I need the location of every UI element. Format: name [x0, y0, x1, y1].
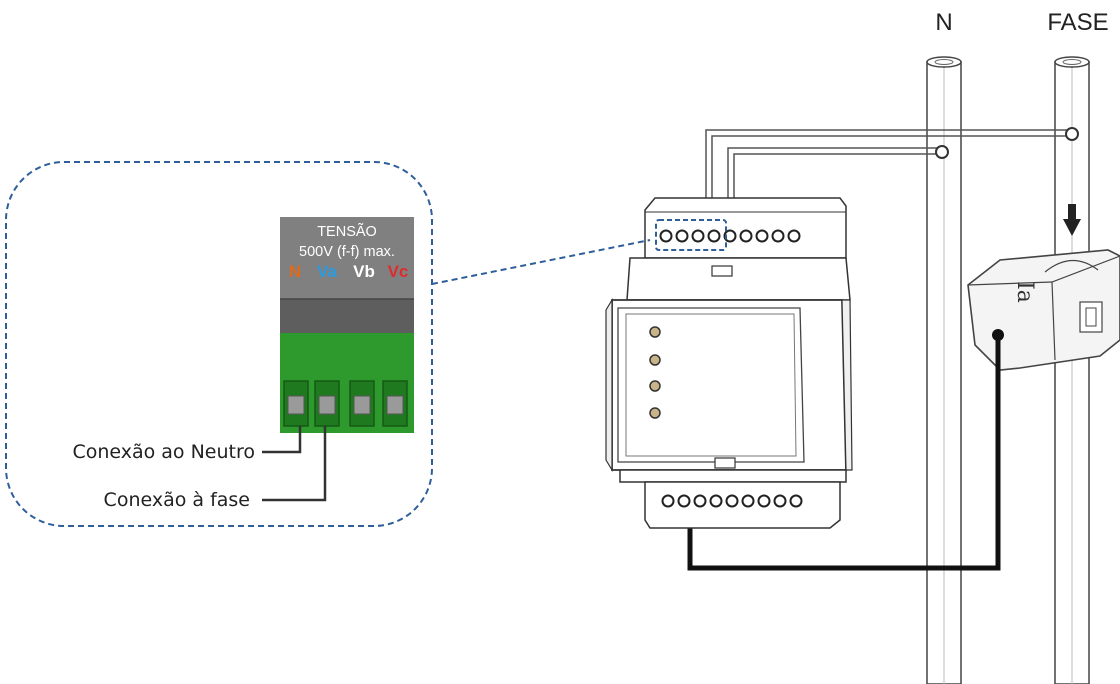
- arrow-down-icon: [1063, 204, 1081, 236]
- phase-voltage-wire: [705, 129, 1072, 205]
- terminal-slots: [283, 380, 408, 427]
- neutral-conductor: [926, 56, 962, 684]
- phase-tap-point: [1065, 127, 1079, 141]
- bottom-terminal-screws: [661, 494, 803, 508]
- terminal-label-vb: Vb: [353, 262, 375, 281]
- phase-conductor: [1054, 56, 1090, 684]
- neutral-connection-label: Conexão ao Neutro: [72, 441, 255, 463]
- top-terminal-screws: [659, 229, 801, 243]
- phase-label: FASE: [1047, 9, 1108, 36]
- energy-meter: [605, 197, 853, 529]
- terminal-block-rating: 500V (f-f) max.: [299, 244, 395, 260]
- terminal-label-vc: Vc: [388, 262, 409, 281]
- terminal-label-va: Va: [317, 262, 337, 281]
- phase-connection-label: Conexão à fase: [104, 489, 250, 511]
- ct-secondary-wire: [687, 335, 1001, 571]
- highlighted-voltage-terminals: [655, 219, 727, 251]
- voltage-terminal-block: TENSÃO 500V (f-f) max. N Va Vb Vc: [280, 217, 414, 433]
- callout-leader: [431, 239, 651, 285]
- neutral-connection-line: [262, 426, 302, 454]
- status-leds: [649, 326, 661, 419]
- neutral-voltage-wire: [727, 147, 944, 205]
- terminal-block-title: TENSÃO: [317, 223, 377, 240]
- current-transformer: Ia: [967, 249, 1120, 371]
- phase-connection-line: [262, 426, 327, 502]
- terminal-label-n: N: [289, 262, 301, 281]
- neutral-label: N: [935, 9, 952, 36]
- ct-label: Ia: [1012, 281, 1037, 303]
- neutral-tap-point: [935, 145, 949, 159]
